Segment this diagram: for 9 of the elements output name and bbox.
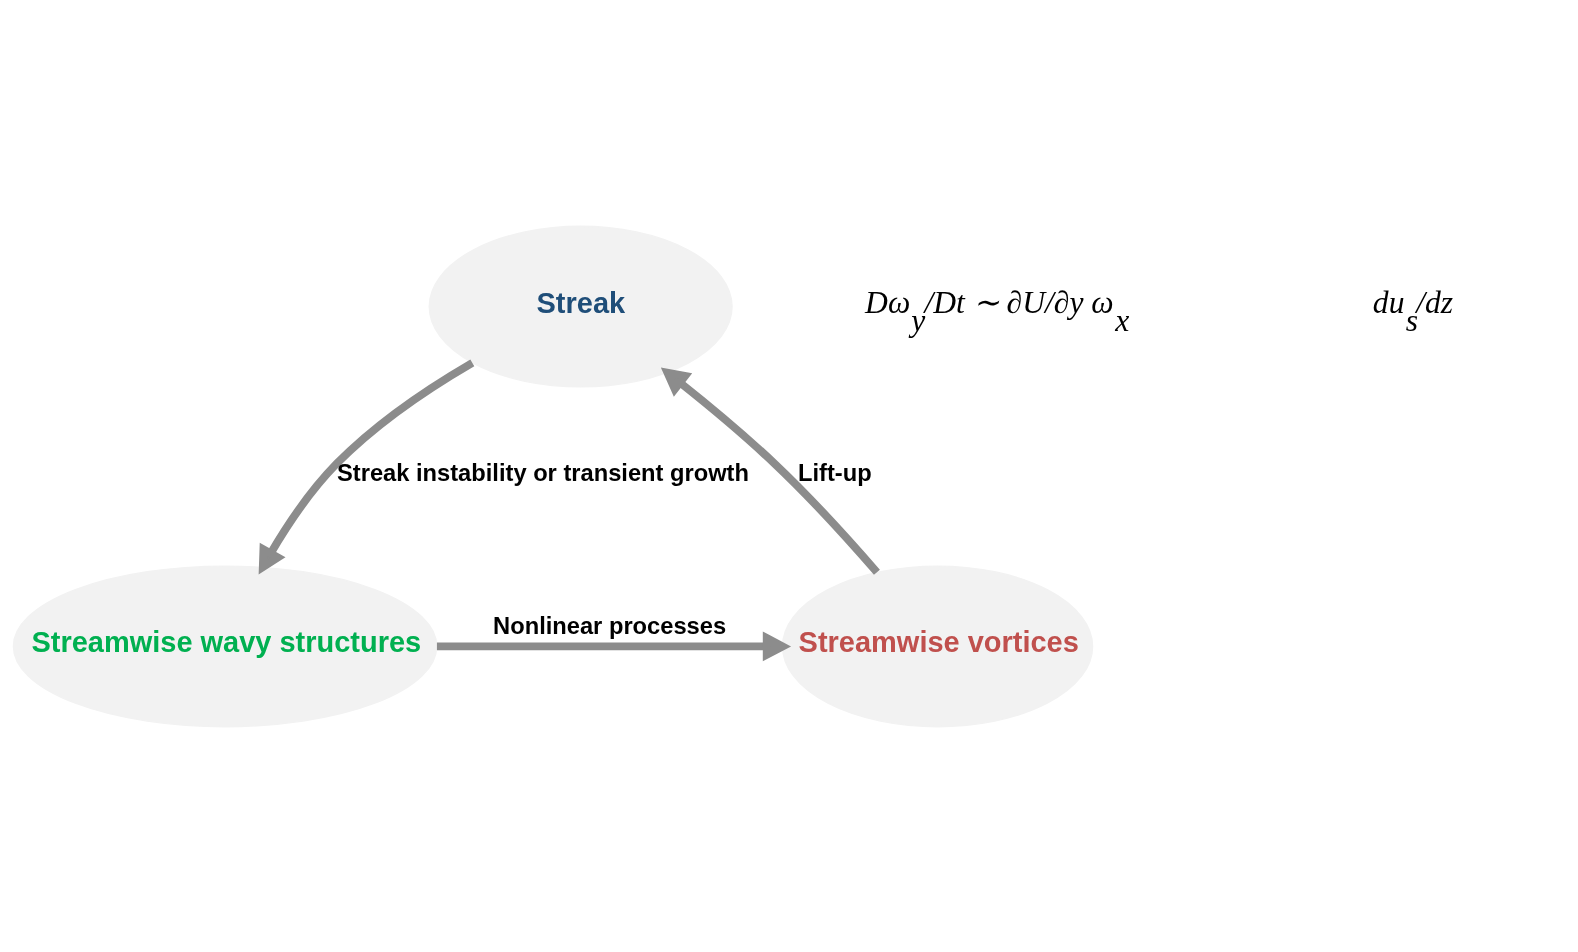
- node-ellipse: Streak: [428, 225, 733, 388]
- node-ellipse: Streamwise wavy structures: [12, 564, 438, 727]
- node-ellipse: Streamwise vortices: [781, 564, 1094, 727]
- arrow: [436, 631, 792, 661]
- arrow: [258, 358, 475, 575]
- edge-label: Streak instability or transient growth: [337, 459, 749, 486]
- arrow: [660, 367, 880, 575]
- edge-label: Nonlinear processes: [493, 612, 727, 639]
- edge-label: Lift-up: [797, 459, 872, 486]
